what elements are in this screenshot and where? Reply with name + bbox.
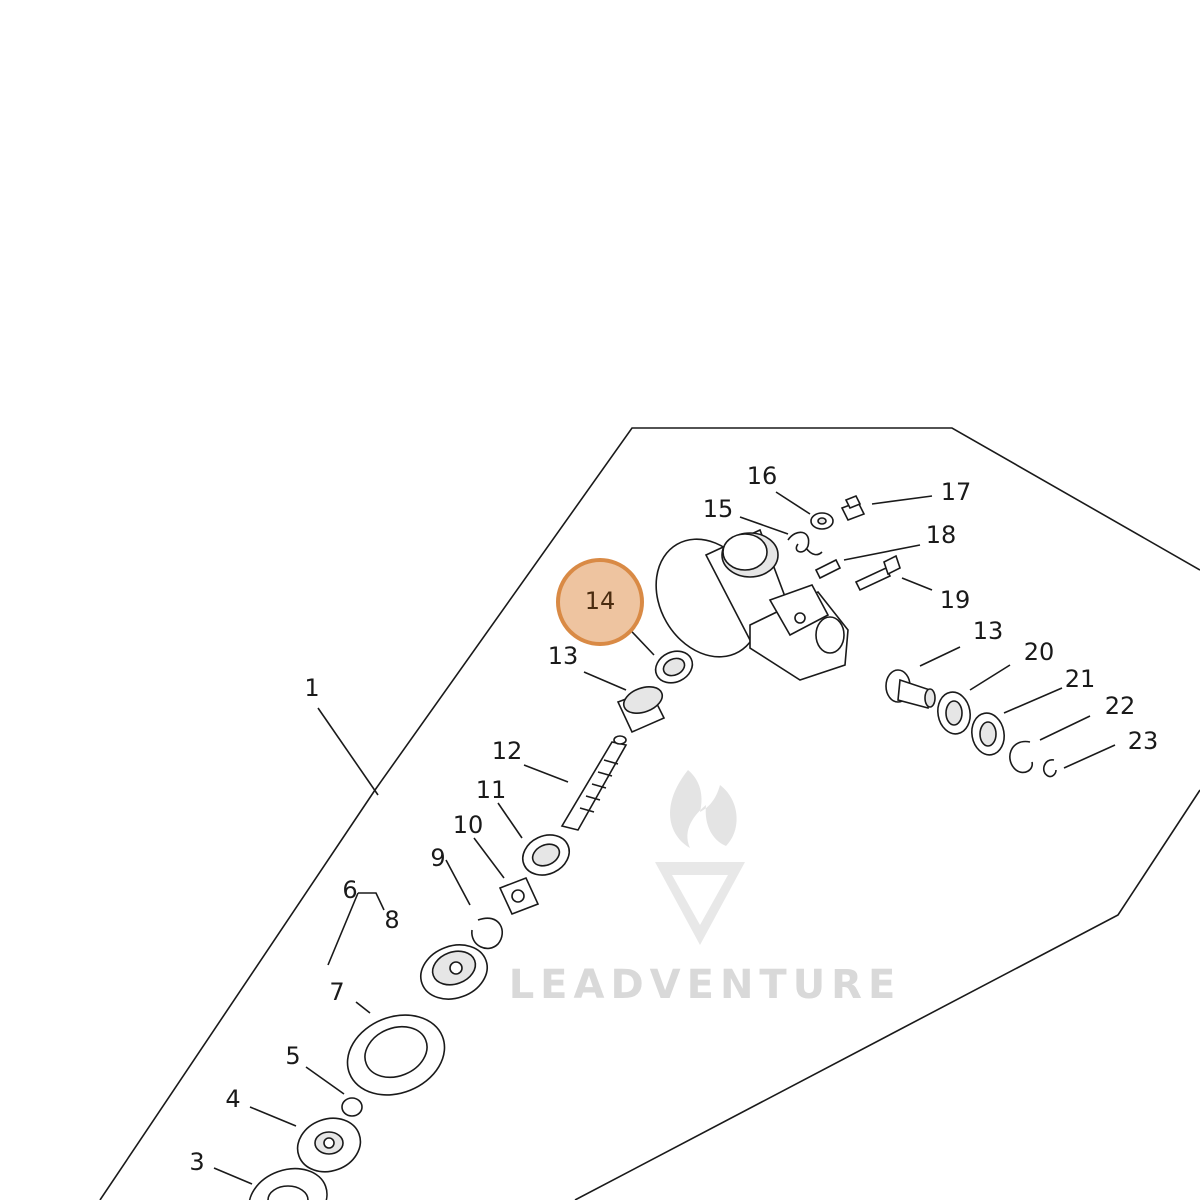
label-part-1: 1 bbox=[304, 674, 319, 702]
assembly-outline bbox=[99, 427, 1200, 1200]
part-3-disc bbox=[248, 1167, 328, 1200]
part-18-screw bbox=[814, 558, 842, 580]
label-part-8: 8 bbox=[384, 906, 399, 934]
part-15-clip bbox=[787, 531, 823, 556]
label-part-18: 18 bbox=[926, 521, 957, 549]
highlight-circle[interactable] bbox=[556, 558, 644, 646]
part-22-snap-ring bbox=[1009, 740, 1034, 774]
label-part-13-upper: 13 bbox=[973, 617, 1004, 645]
watermark-logo bbox=[655, 770, 745, 945]
part-11-bearing bbox=[522, 834, 570, 876]
label-part-5: 5 bbox=[285, 1042, 300, 1070]
part-23-snap-ring bbox=[1042, 759, 1057, 778]
label-part-23: 23 bbox=[1128, 727, 1159, 755]
part-19-bolt bbox=[854, 554, 901, 592]
part-12-shaft bbox=[560, 735, 628, 831]
part-7-ring bbox=[346, 1014, 446, 1096]
part-14-bearing bbox=[654, 650, 694, 684]
gear-head-housing bbox=[655, 528, 849, 681]
label-part-15: 15 bbox=[703, 495, 734, 523]
part-13-bevel-gear bbox=[616, 686, 666, 734]
part-5-o-ring bbox=[341, 1097, 363, 1117]
label-part-10: 10 bbox=[453, 811, 484, 839]
part-8-holder bbox=[420, 944, 488, 1000]
part-17-bolt bbox=[840, 494, 866, 522]
part-10-washer bbox=[498, 876, 540, 916]
label-part-3: 3 bbox=[189, 1148, 204, 1176]
label-part-22: 22 bbox=[1105, 692, 1136, 720]
part-4-washer bbox=[296, 1117, 362, 1173]
label-part-14[interactable]: 14 bbox=[585, 587, 616, 615]
part-20-bearing bbox=[937, 691, 971, 735]
label-part-4: 4 bbox=[225, 1085, 240, 1113]
label-part-12: 12 bbox=[492, 737, 523, 765]
part-9-snap-ring bbox=[471, 917, 503, 950]
label-part-20: 20 bbox=[1024, 638, 1055, 666]
label-part-19: 19 bbox=[940, 586, 971, 614]
label-part-17: 17 bbox=[941, 478, 972, 506]
part-13-upper-gear bbox=[885, 669, 936, 710]
label-part-21: 21 bbox=[1065, 665, 1096, 693]
label-part-16: 16 bbox=[747, 462, 778, 490]
part-21-bearing bbox=[971, 712, 1005, 756]
watermark-text: LEADVENTURE bbox=[509, 962, 902, 1008]
label-part-11: 11 bbox=[476, 776, 507, 804]
label-part-13-lower: 13 bbox=[548, 642, 579, 670]
label-part-6: 6 bbox=[342, 876, 357, 904]
label-part-7: 7 bbox=[329, 978, 344, 1006]
label-part-9: 9 bbox=[430, 844, 445, 872]
part-16-washer bbox=[810, 512, 834, 530]
leader-lines bbox=[213, 491, 1116, 1185]
